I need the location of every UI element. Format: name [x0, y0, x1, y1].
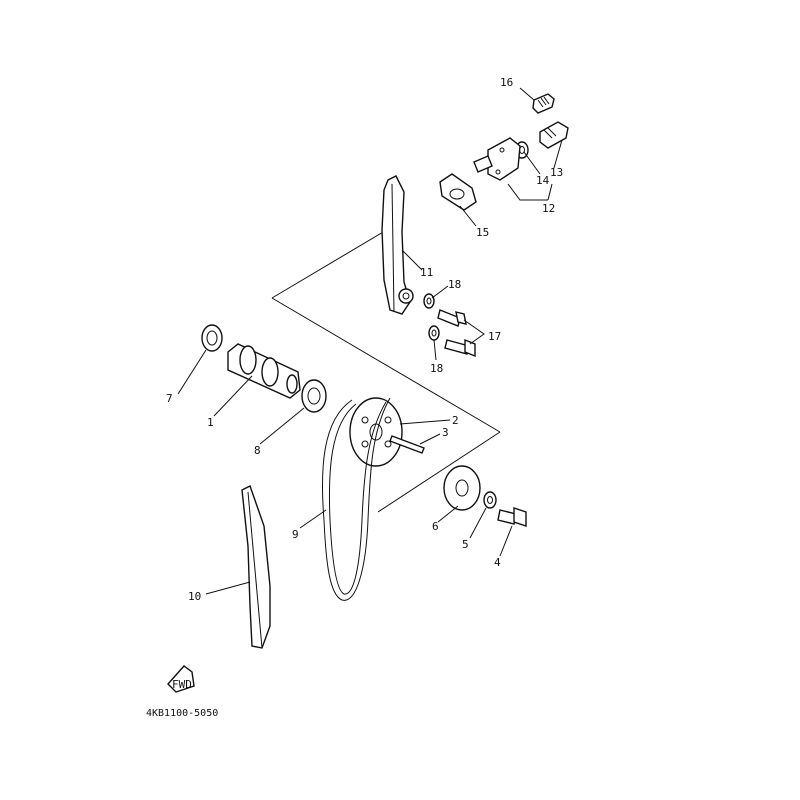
washer-18-upper [423, 293, 435, 309]
callout-11: 11 [420, 266, 433, 279]
callout-16: 16 [500, 76, 513, 89]
bolt-16 [532, 93, 555, 114]
callout-8: 8 [254, 444, 261, 457]
callout-2: 2 [452, 414, 459, 427]
bolt-17-lower [444, 338, 476, 358]
diagram-code: 4KB1100-5050 [146, 708, 218, 719]
callout-1: 1 [207, 416, 214, 429]
callouts: 16 13 14 12 15 11 18 17 18 7 1 8 2 3 6 5… [166, 76, 563, 603]
fwd-label: FWD [172, 678, 192, 691]
callout-18-upper: 18 [448, 278, 461, 291]
bolt-4 [497, 507, 527, 527]
camshaft-1 [227, 343, 301, 399]
callout-17: 17 [488, 330, 501, 343]
callout-10: 10 [188, 590, 201, 603]
fwd-arrow-icon: FWD [167, 665, 195, 693]
callout-9: 9 [292, 528, 299, 541]
plate-6 [443, 465, 481, 511]
callout-14: 14 [536, 174, 550, 187]
washer-5 [483, 491, 497, 509]
bearing-8 [301, 379, 327, 413]
cam-sprocket-2 [349, 397, 403, 467]
callout-4: 4 [494, 556, 501, 569]
callout-15: 15 [476, 226, 489, 239]
callout-5: 5 [462, 538, 469, 551]
callout-12: 12 [542, 202, 555, 215]
callout-6: 6 [432, 520, 439, 533]
bolt-17-upper [437, 309, 467, 327]
tensioner-12 [473, 137, 521, 181]
cam-chain-9 [321, 397, 391, 601]
chain-guide-10 [241, 485, 271, 649]
callout-13: 13 [550, 166, 563, 179]
bearing-7 [201, 324, 223, 352]
washer-18-lower [428, 325, 440, 341]
callout-18-lower: 18 [430, 362, 443, 375]
leader-lines [177, 87, 563, 595]
pin-3 [389, 435, 425, 454]
reference-plane [271, 224, 501, 513]
callout-3: 3 [442, 426, 449, 439]
callout-7: 7 [166, 392, 173, 405]
bolt-13 [539, 121, 569, 149]
gasket-15 [439, 173, 477, 211]
chain-guide-11 [381, 175, 414, 315]
